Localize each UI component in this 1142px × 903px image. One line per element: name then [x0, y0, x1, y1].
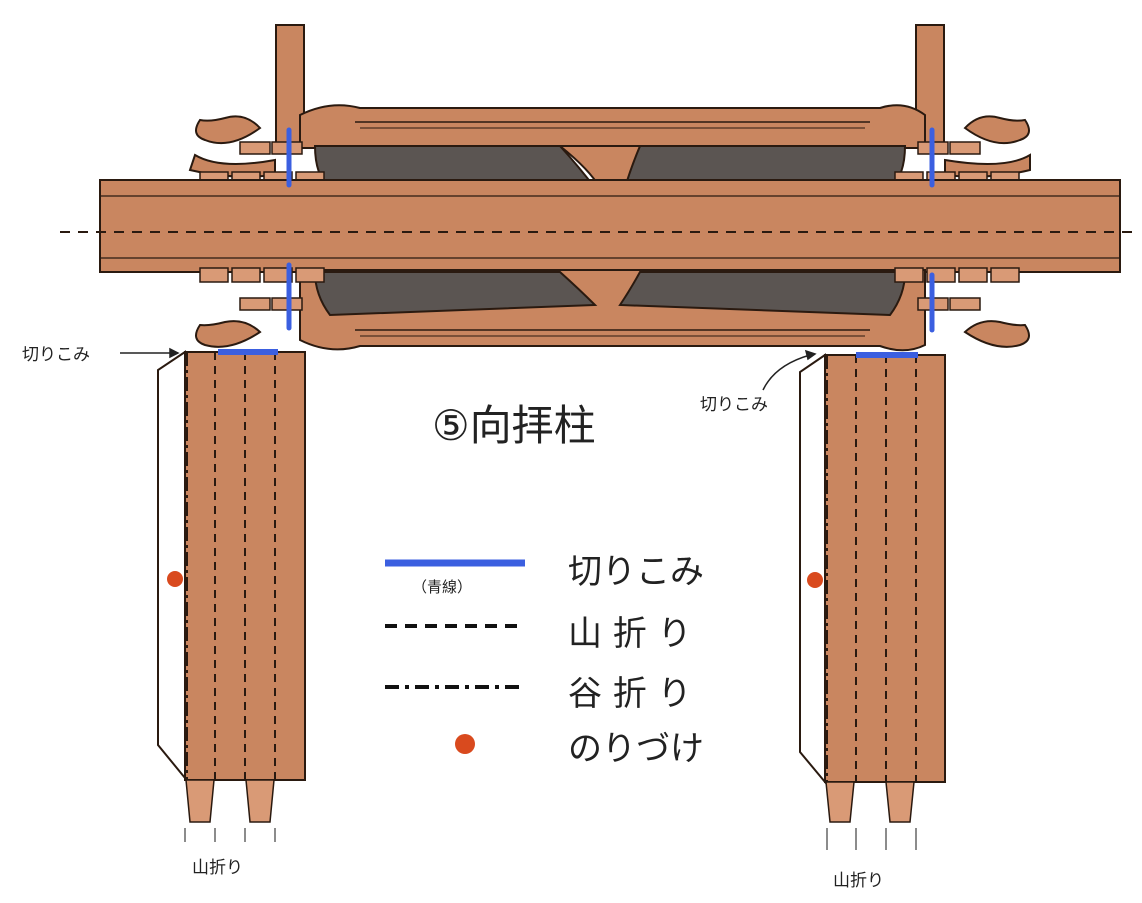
legend-cut-label: 切りこみ [568, 552, 704, 592]
mountain-fold-label-left: 山折り [192, 858, 243, 878]
legend-valley-label: 谷 折 り [568, 674, 692, 714]
mountain-fold-label-right: 山折り [833, 871, 884, 891]
legend: （青線） 切りこみ 山 折 り 谷 折 り のりづけ [385, 552, 704, 769]
right-glue-dot [807, 572, 823, 588]
legend-glue-label: のりづけ [568, 729, 704, 769]
beam-cut-lines [286, 127, 935, 333]
legend-cut-sublabel: （青線） [412, 578, 472, 596]
callout-arrows [120, 347, 817, 391]
right-pillar [799, 352, 946, 850]
cut-callout-left: 切りこみ [22, 345, 90, 365]
lower-beam [195, 269, 1030, 352]
left-pillar [157, 349, 306, 842]
cut-callout-right: 切りこみ [700, 395, 768, 415]
left-glue-dot [167, 571, 183, 587]
legend-glue-swatch [455, 734, 475, 754]
legend-mountain-label: 山 折 り [568, 614, 692, 654]
diagram-title: ⑤向拝柱 [432, 401, 596, 450]
main-beam [60, 179, 1140, 273]
